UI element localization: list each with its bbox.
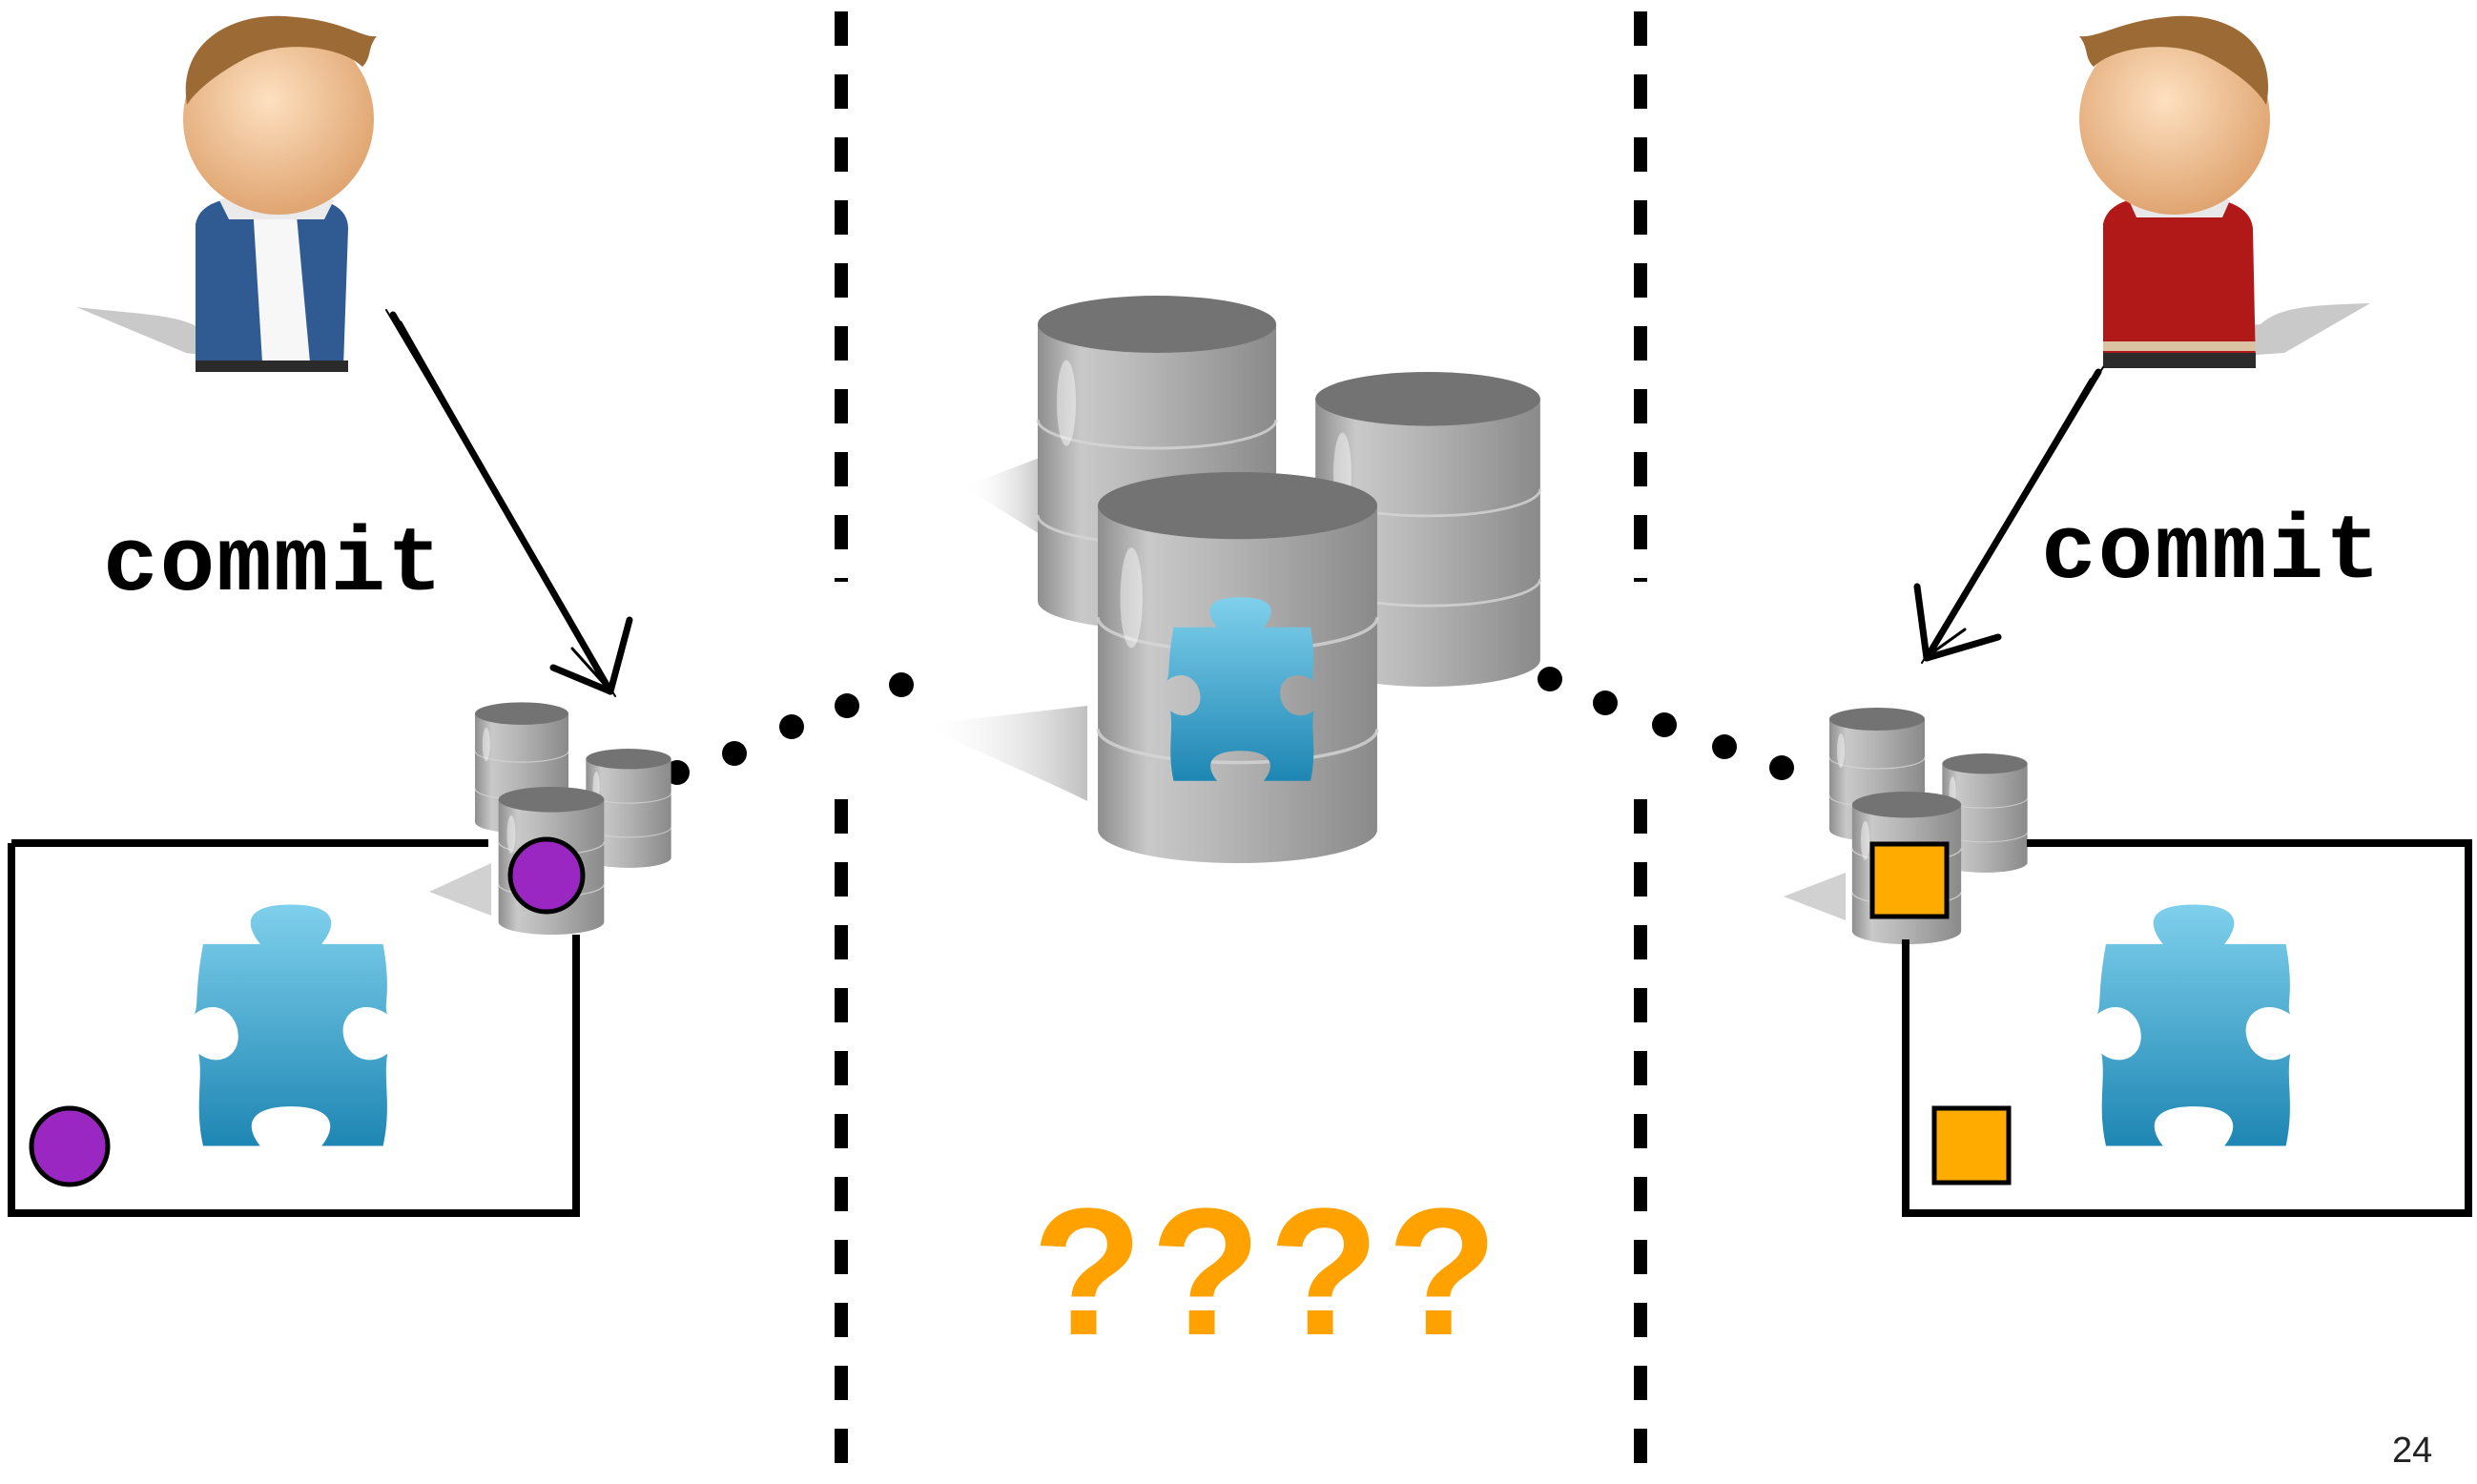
right-connection-dots [1538, 667, 1794, 780]
orange-square-icon [1931, 1105, 2012, 1185]
page-number: 24 [2392, 1431, 2433, 1471]
purple-circle-icon [29, 1105, 111, 1187]
right-commit-label: commit [2041, 501, 2383, 605]
person-blue-shirt-icon [76, 15, 377, 372]
orange-square-icon [1869, 841, 1950, 919]
puzzle-piece-icon [194, 904, 388, 1146]
purple-circle-icon [507, 836, 586, 915]
left-commit-label: commit [103, 513, 444, 617]
right-commit-arrow [1913, 366, 2104, 664]
left-working-copy [8, 839, 580, 1217]
local-repo-left-icon [429, 701, 672, 936]
central-repo-icon [920, 294, 1542, 865]
unknown-question-marks: ???? [1032, 1171, 1506, 1373]
left-connection-dots [665, 672, 914, 785]
person-red-shirt-icon [2079, 15, 2370, 368]
right-working-copy [1902, 839, 2472, 1217]
local-repo-right-icon [1784, 707, 2029, 945]
puzzle-piece-icon [2096, 904, 2291, 1146]
left-commit-arrow [385, 309, 633, 697]
